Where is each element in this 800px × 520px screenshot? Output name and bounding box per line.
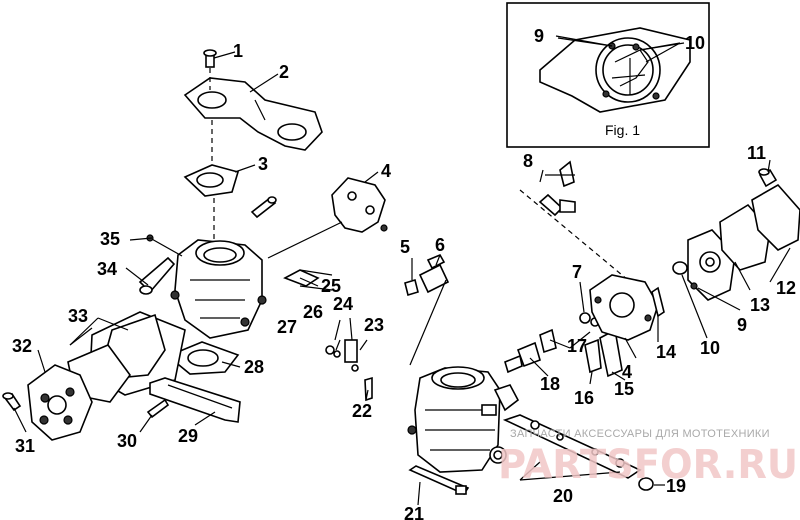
callout-24: 24 (333, 294, 353, 314)
callout-1: 1 (233, 41, 243, 61)
callout-22: 22 (352, 401, 372, 421)
fig1-caption: Fig. 1 (605, 122, 640, 138)
callout-6: 6 (435, 235, 445, 255)
callout-3: 3 (258, 154, 268, 174)
callout-20: 20 (553, 486, 573, 506)
fig1-inset: Fig. 1 (506, 2, 710, 148)
callout-32: 32 (12, 336, 32, 356)
watermark: ЗАПЧАСТИ АКСЕССУАРЫ ДЛЯ МОТОТЕХНИКИ PART… (498, 428, 798, 488)
callout-14: 14 (656, 342, 676, 362)
callout-18: 18 (540, 374, 560, 394)
callout-15: 15 (614, 379, 634, 399)
callout-25: 25 (321, 276, 341, 296)
callout-27: 27 (277, 317, 297, 337)
callout-30: 30 (117, 431, 137, 451)
callout-4-left: 4 (381, 161, 391, 181)
callout-10: 10 (700, 338, 720, 358)
watermark-logo: PARTSFOR.RU (498, 442, 798, 488)
callout-17: 17 (567, 336, 587, 356)
callout-12: 12 (776, 278, 796, 298)
left-assembly (2, 49, 388, 441)
callout-33: 33 (68, 306, 88, 326)
callout-26: 26 (303, 302, 323, 322)
callout-7: 7 (572, 262, 582, 282)
callout-28: 28 (244, 357, 264, 377)
callout-4-right: 4 (622, 362, 632, 382)
callout-8: 8 (523, 151, 533, 171)
callout-31: 31 (15, 436, 35, 456)
callout-11: 11 (747, 143, 766, 163)
callout-9: 9 (737, 315, 747, 335)
callout-23: 23 (364, 315, 384, 335)
callout-10-inset: 10 (685, 33, 705, 53)
callout-29: 29 (178, 426, 198, 446)
right-assembly (404, 160, 800, 496)
callout-21: 21 (404, 504, 424, 520)
leader-lines (13, 35, 791, 506)
callout-35: 35 (100, 229, 120, 249)
callout-9-inset: 9 (534, 26, 544, 46)
watermark-tagline: ЗАПЧАСТИ АКСЕССУАРЫ ДЛЯ МОТОТЕХНИКИ (510, 428, 770, 440)
callout-19: 19 (666, 476, 686, 496)
callout-34: 34 (97, 259, 117, 279)
callout-13: 13 (750, 295, 770, 315)
callout-2: 2 (279, 62, 289, 82)
callouts: 9 10 1 2 3 4 35 34 25 33 32 28 26 24 27 … (12, 26, 796, 520)
callout-16: 16 (574, 388, 594, 408)
callout-5: 5 (400, 237, 410, 257)
